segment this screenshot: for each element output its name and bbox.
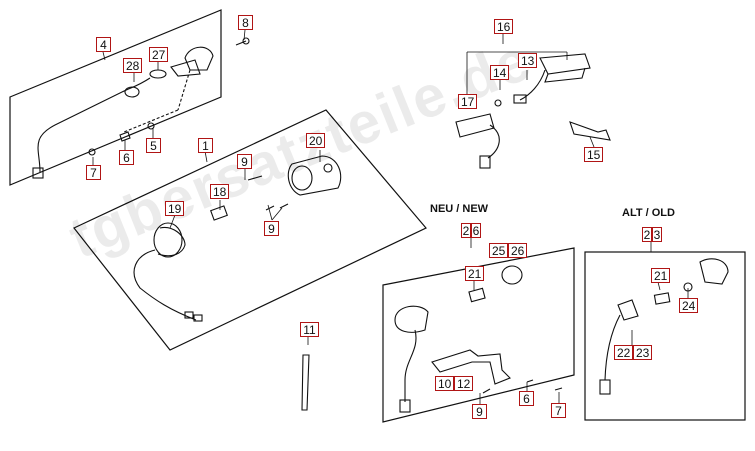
group-frame-4	[9, 9, 222, 186]
callout-26[interactable]: 26	[508, 243, 527, 258]
callout-8[interactable]: 8	[238, 15, 253, 30]
callout-6[interactable]: 6	[519, 391, 534, 406]
indicator-lens-19	[153, 222, 183, 258]
callout-28[interactable]: 28	[123, 58, 142, 73]
callout-20[interactable]: 20	[306, 133, 325, 148]
callout-16[interactable]: 16	[494, 19, 513, 34]
callout-14[interactable]: 14	[490, 65, 509, 80]
callout-7[interactable]: 7	[86, 165, 101, 180]
connector-4	[32, 167, 44, 179]
callout-5[interactable]: 5	[146, 138, 161, 153]
group-frame-old	[584, 251, 746, 421]
callout-11[interactable]: 11	[300, 322, 319, 337]
callout-25[interactable]: 25	[489, 243, 508, 258]
callout-15[interactable]: 15	[584, 147, 603, 162]
cable-new	[404, 329, 417, 402]
callout-18[interactable]: 18	[210, 184, 229, 199]
bracket-10-12	[431, 349, 511, 385]
switch-16	[539, 53, 591, 75]
group-frame-1	[73, 109, 427, 351]
callout-2[interactable]: 2	[461, 223, 471, 238]
lamp-housing-4	[184, 46, 214, 71]
cable-tie-11	[301, 354, 310, 411]
callout-6[interactable]: 6	[119, 150, 134, 165]
callout-3[interactable]: 3	[652, 227, 662, 242]
callout-10[interactable]: 10	[435, 376, 454, 391]
callout-21[interactable]: 21	[651, 268, 670, 283]
callout-6[interactable]: 6	[471, 223, 481, 238]
callout-23[interactable]: 23	[633, 345, 652, 360]
callout-27[interactable]: 27	[149, 47, 168, 62]
cable-4	[37, 77, 151, 173]
housing-20	[287, 155, 342, 196]
callout-21[interactable]: 21	[465, 266, 484, 281]
callout-22[interactable]: 22	[614, 345, 633, 360]
callout-24[interactable]: 24	[679, 298, 698, 313]
callout-17[interactable]: 17	[458, 94, 477, 109]
bracket-15	[569, 121, 611, 141]
relay-17	[455, 113, 495, 138]
bulb-21-old	[653, 292, 671, 305]
socket-22-23	[617, 299, 639, 321]
callout-9[interactable]: 9	[472, 404, 487, 419]
callout-7[interactable]: 7	[551, 403, 566, 418]
lamp-housing-old	[699, 258, 729, 285]
callout-12[interactable]: 12	[454, 376, 473, 391]
group-label-old: ALT / OLD	[622, 207, 675, 219]
callout-19[interactable]: 19	[165, 201, 184, 216]
group-frame-new	[382, 247, 575, 423]
bulb-27	[149, 69, 167, 79]
group-label-new: NEU / NEW	[430, 203, 489, 215]
callout-13[interactable]: 13	[518, 53, 537, 68]
callout-1[interactable]: 1	[198, 138, 213, 153]
indicator-new	[394, 305, 429, 333]
callout-2[interactable]: 2	[642, 227, 652, 242]
bulb-18	[210, 205, 228, 221]
cable-19	[133, 249, 197, 321]
callout-9[interactable]: 9	[264, 221, 279, 236]
lens-25-26	[501, 265, 523, 285]
callout-4[interactable]: 4	[96, 37, 111, 52]
bulb-socket-28	[124, 86, 140, 98]
bulb-21-new	[468, 287, 486, 303]
callout-9[interactable]: 9	[237, 154, 252, 169]
